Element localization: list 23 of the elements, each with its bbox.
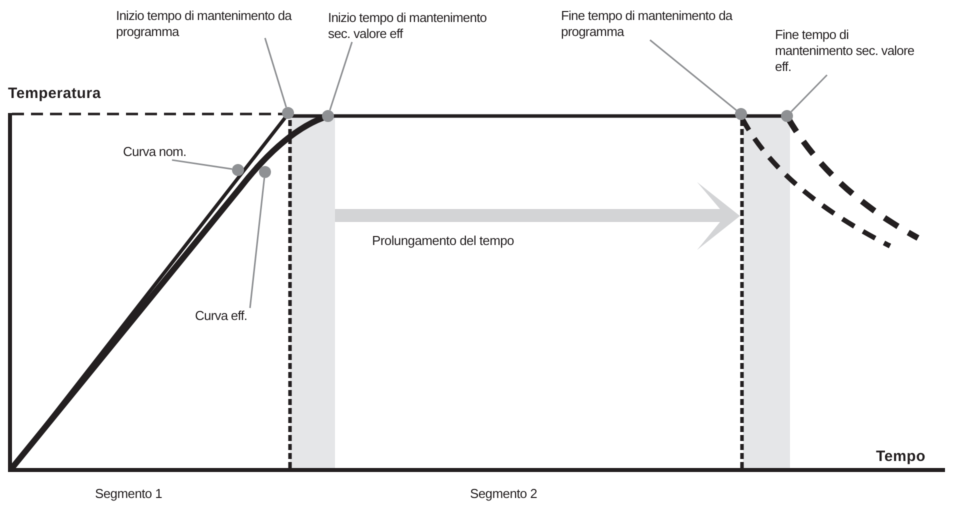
marker-dot — [735, 108, 747, 120]
callout-label: Curva nom. — [123, 144, 203, 160]
callout-label: Fine tempo di mantenimento sec. valore eff. — [775, 27, 925, 75]
callout-label: Curva eff. — [195, 308, 265, 324]
text-label: Segmento 1 — [95, 486, 162, 501]
text-label: Segmento 2 — [470, 486, 538, 501]
marker-dot — [259, 166, 271, 178]
leader-line — [650, 39, 737, 111]
axis-label: Tempo — [876, 448, 926, 465]
callout-label: Inizio tempo di mantenimento da programma — [116, 8, 298, 40]
marker-dot — [232, 164, 244, 176]
marker-dot — [282, 107, 294, 119]
text-label: Prolungamento del tempo — [372, 233, 514, 248]
marker-dot — [781, 110, 793, 122]
callout-label: Inizio tempo di mantenimento sec. valore eff — [328, 10, 504, 42]
callout-label: Fine tempo di mantenimento da programma — [561, 8, 743, 40]
marker-dot — [322, 110, 334, 122]
leader-line — [790, 74, 828, 112]
leader-line — [172, 159, 232, 170]
leader-line — [329, 42, 353, 111]
leader-line — [264, 38, 287, 108]
leader-line — [249, 178, 266, 308]
axis-label: Temperatura — [8, 85, 102, 102]
